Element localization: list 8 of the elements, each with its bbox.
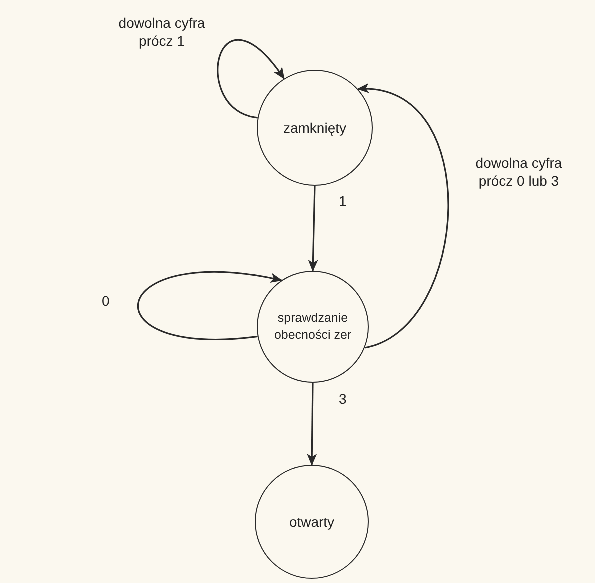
arrow <box>308 186 318 272</box>
arrow <box>307 382 318 466</box>
state-label: otwarty <box>289 512 335 532</box>
arrow <box>217 40 285 119</box>
state-label: zamknięty <box>283 118 347 138</box>
arrow <box>357 85 450 349</box>
state-label: sprawdzanie obecności zer <box>273 310 353 344</box>
arrow <box>138 272 283 340</box>
